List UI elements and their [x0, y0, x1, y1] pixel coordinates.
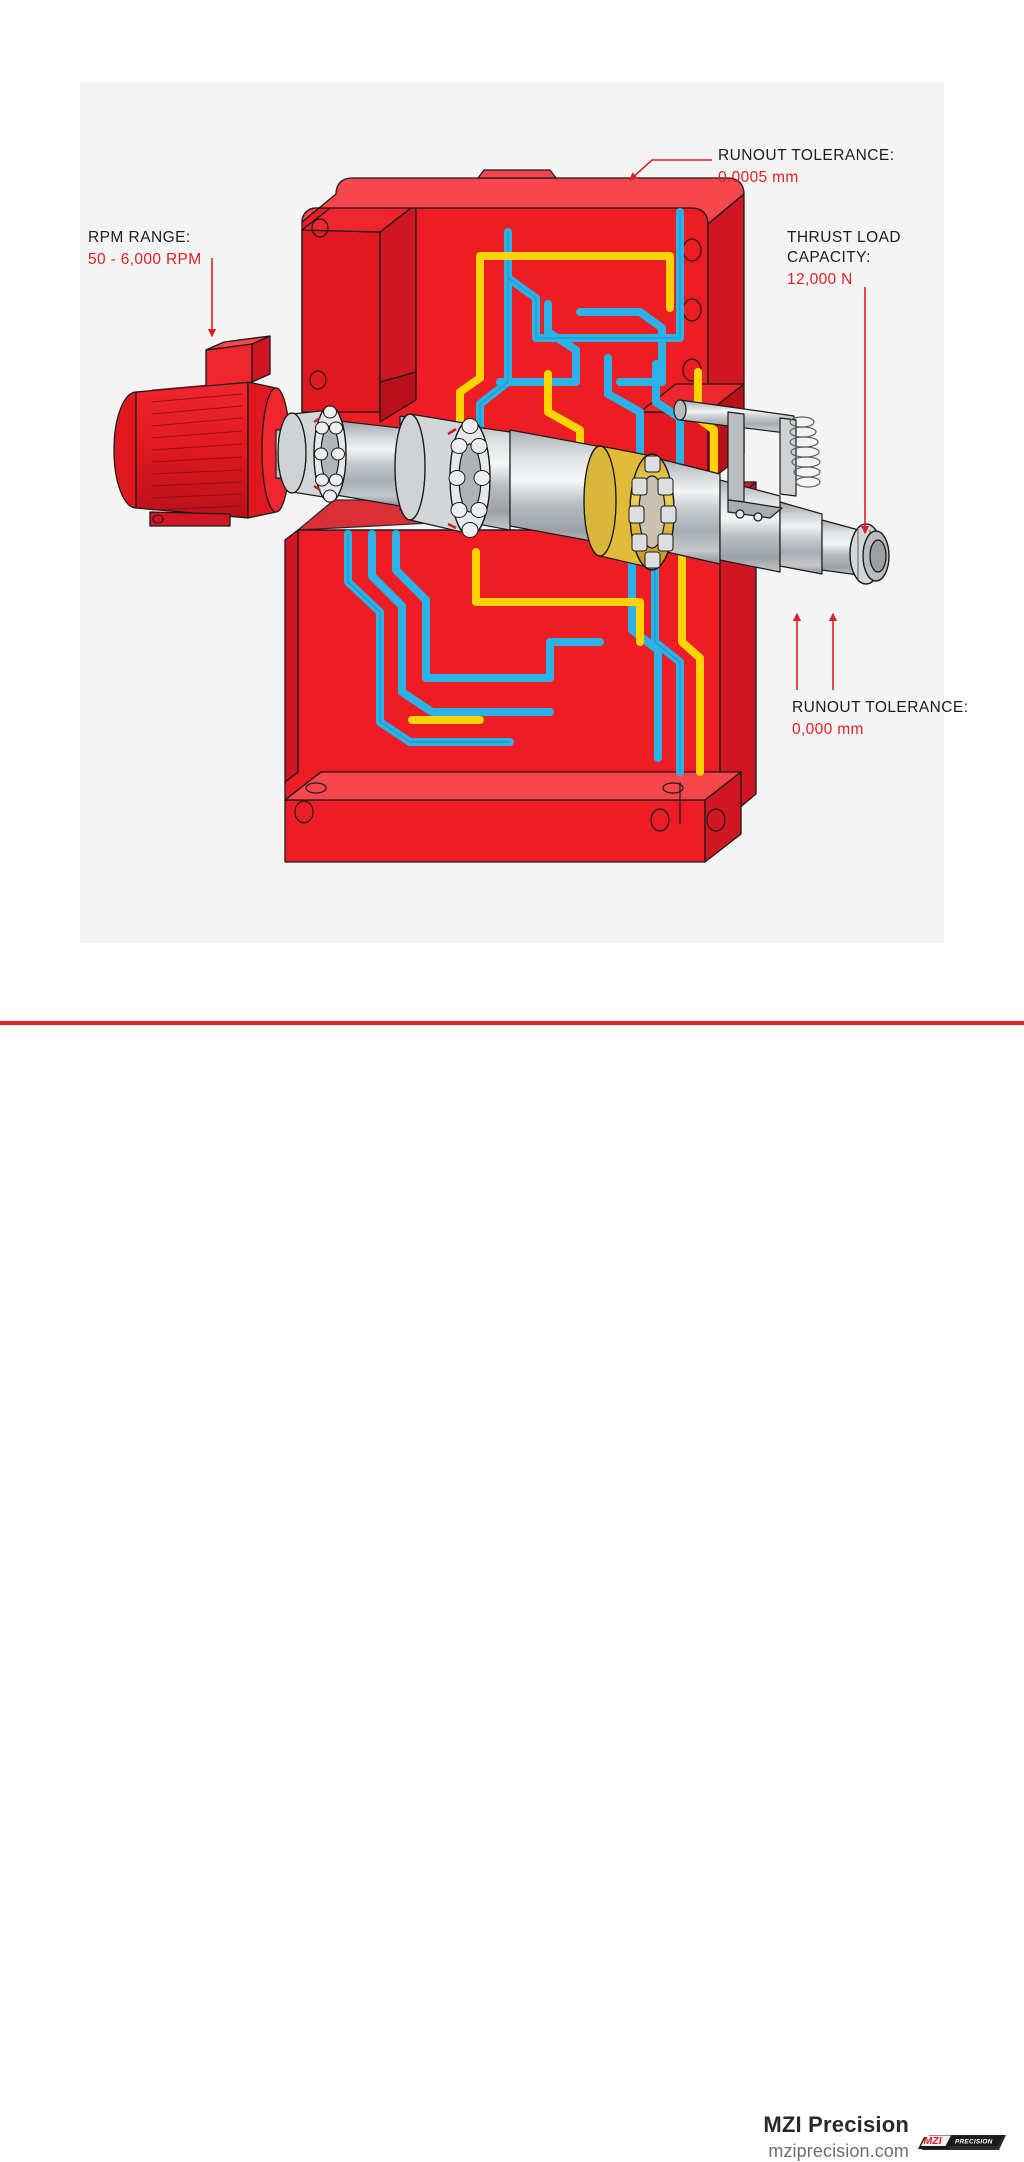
brand-block: MZI Precision mziprecision.com — [763, 2112, 909, 2162]
callout-runout-tolerance-top: RUNOUT TOLERANCE: 0.0005 mm — [718, 146, 894, 188]
callout-runout-tolerance-bottom: RUNOUT TOLERANCE: 0,000 mm — [792, 698, 968, 740]
callout-rpm-range-value: 50 - 6,000 RPM — [88, 251, 202, 268]
brand-name: MZI Precision — [763, 2112, 909, 2137]
ball-bearing-front — [277, 405, 347, 503]
illustration-panel — [80, 82, 944, 943]
ball-bearing-mid — [394, 413, 491, 538]
tool-holder-collet — [821, 519, 890, 585]
lubrication-channels-lower — [408, 530, 704, 776]
spindle-cutaway-drawing — [80, 82, 944, 943]
logo-banner-text: PRECISION — [955, 2139, 993, 2146]
callout-rpm-range-title: RPM RANGE: — [88, 229, 191, 246]
coolant-channels-lower-outline — [347, 533, 681, 773]
callout-rpm-range: RPM RANGE: 50 - 6,000 RPM — [88, 228, 201, 270]
coil-spring — [789, 416, 821, 488]
footer: MZI Precision mziprecision.com MZI PRECI… — [0, 1055, 1024, 2161]
brand-website: mziprecision.com — [768, 2141, 909, 2161]
roller-bearing-brass — [583, 445, 677, 571]
callout-runout-top-value: 0.0005 mm — [718, 169, 799, 186]
callout-thrust-load-capacity: THRUST LOAD CAPACITY: 12,000 N — [787, 228, 901, 290]
footer-divider-rule — [0, 1021, 1024, 1025]
mzi-precision-logo: MZI PRECISION — [918, 2135, 1006, 2150]
callout-runout-bottom-title: RUNOUT TOLERANCE: — [792, 699, 969, 716]
callout-runout-top-title: RUNOUT TOLERANCE: — [718, 147, 895, 164]
callout-thrust-load-title: THRUST LOAD CAPACITY: — [787, 229, 902, 266]
callout-runout-bottom-value: 0,000 mm — [792, 721, 864, 738]
illustration-page: RPM RANGE: 50 - 6,000 RPM RUNOUT TOLERAN… — [0, 82, 1024, 2161]
callout-thrust-load-value: 12,000 N — [787, 271, 853, 288]
logo-mark-text: MZI — [924, 2135, 943, 2147]
draw-bar-lever — [727, 411, 797, 522]
